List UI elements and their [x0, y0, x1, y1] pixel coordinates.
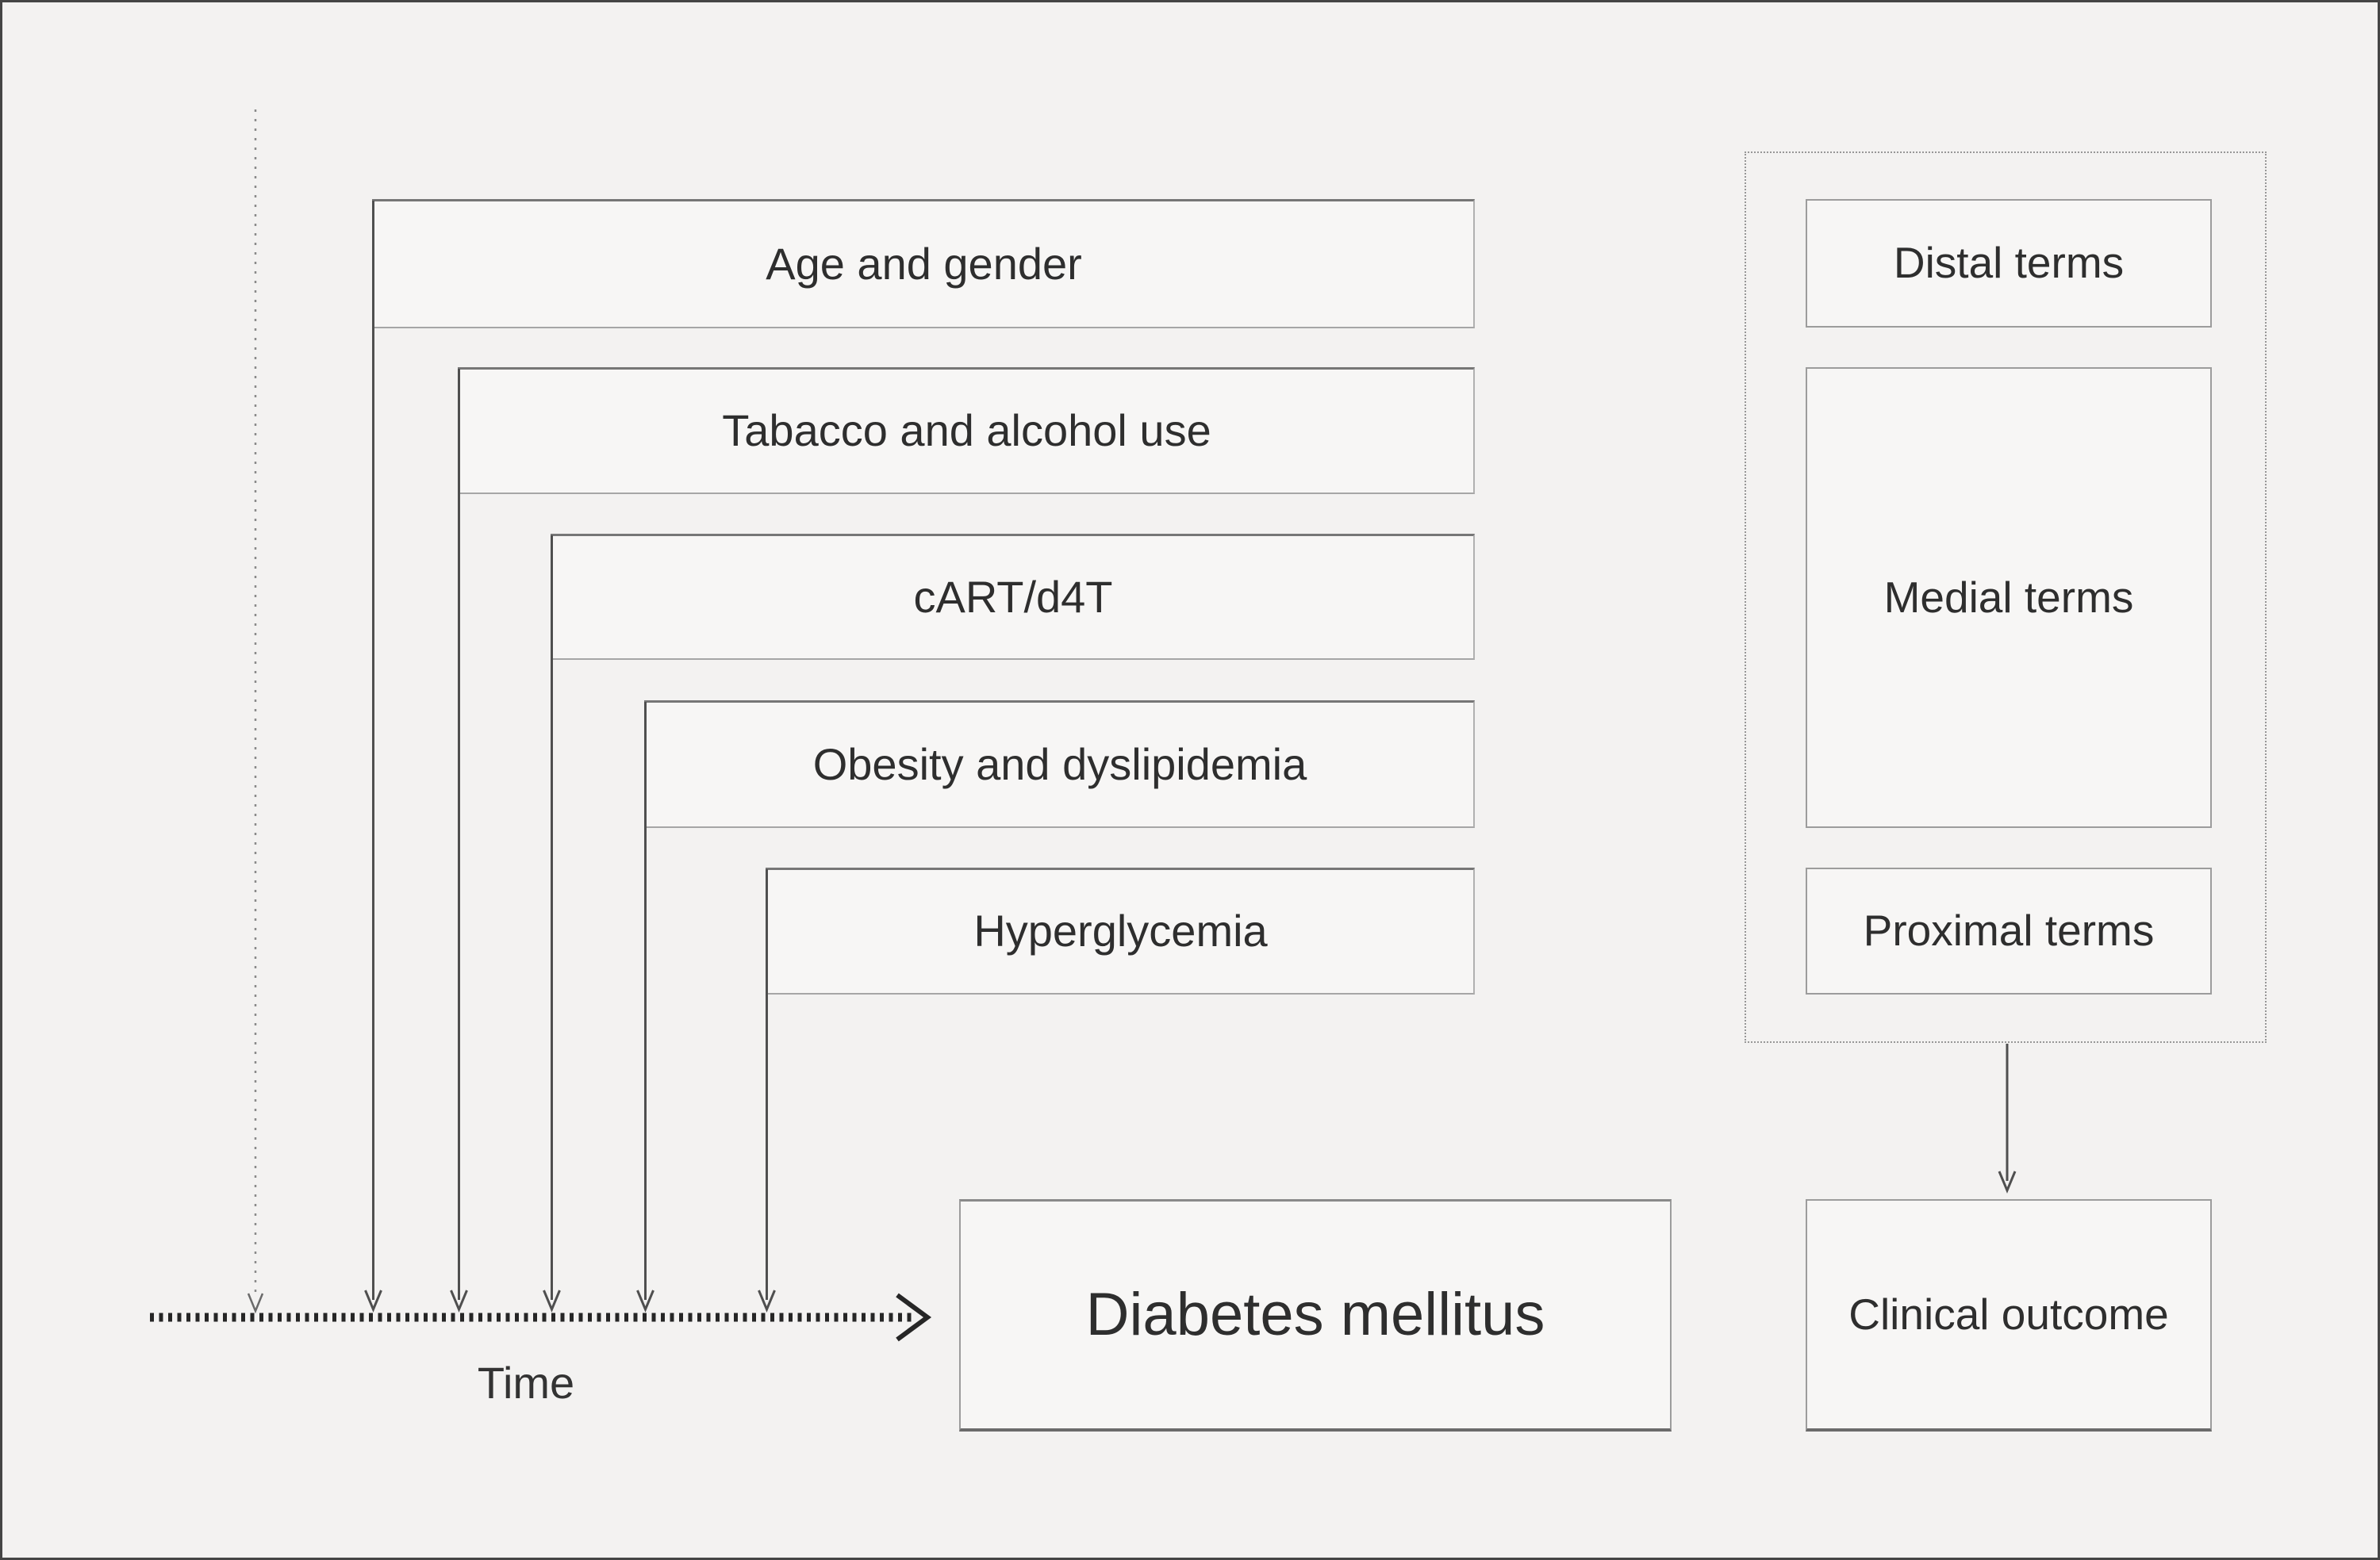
risk-box-age-gender: Age and gender [372, 199, 1475, 328]
risk-box-cart-d4t: cART/d4T [551, 534, 1475, 660]
terms-legend-frame [1745, 151, 2267, 1043]
clinical-outcome-box: Clinical outcome [1806, 1199, 2212, 1432]
risk-box-hyperglycemia-label: Hyperglycemia [973, 906, 1268, 956]
risk-box-obesity-dyslipidemia-label: Obesity and dyslipidemia [812, 738, 1307, 789]
medial-terms-box: Medial terms [1806, 367, 2212, 828]
proximal-terms-box: Proximal terms [1806, 868, 2212, 995]
time-axis-label: Time [477, 1358, 575, 1408]
risk-arrowhead-cart-d4t-icon [543, 1290, 561, 1313]
risk-box-obesity-dyslipidemia: Obesity and dyslipidemia [644, 700, 1475, 828]
risk-arrowhead-hyperglycemia-icon [758, 1290, 776, 1313]
distal-terms-box: Distal terms [1806, 199, 2212, 328]
risk-box-tobacco-alcohol-label: Tabacco and alcohol use [722, 405, 1211, 456]
risk-box-cart-d4t-label: cART/d4T [913, 571, 1113, 622]
diabetes-mellitus-label: Diabetes mellitus [1085, 1281, 1545, 1349]
legend-to-clinical-arrowhead-icon [1998, 1171, 2017, 1194]
risk-box-hyperglycemia: Hyperglycemia [766, 868, 1475, 995]
diabetes-mellitus-box: Diabetes mellitus [959, 1199, 1672, 1432]
risk-arrowhead-obesity-dyslipidemia-icon [636, 1290, 654, 1313]
proximal-terms-label: Proximal terms [1863, 906, 2155, 956]
risk-arrowhead-age-gender-icon [364, 1290, 382, 1313]
clinical-outcome-label: Clinical outcome [1848, 1289, 2169, 1339]
medial-terms-label: Medial terms [1883, 572, 2134, 622]
distal-terms-label: Distal terms [1893, 238, 2125, 288]
risk-box-tobacco-alcohol: Tabacco and alcohol use [458, 367, 1475, 494]
dotted-guide-arrowhead-icon [247, 1293, 264, 1314]
time-axis-arrowhead-icon [896, 1293, 932, 1342]
risk-box-age-gender-label: Age and gender [766, 238, 1082, 289]
risk-arrowhead-tobacco-alcohol-icon [450, 1290, 468, 1313]
